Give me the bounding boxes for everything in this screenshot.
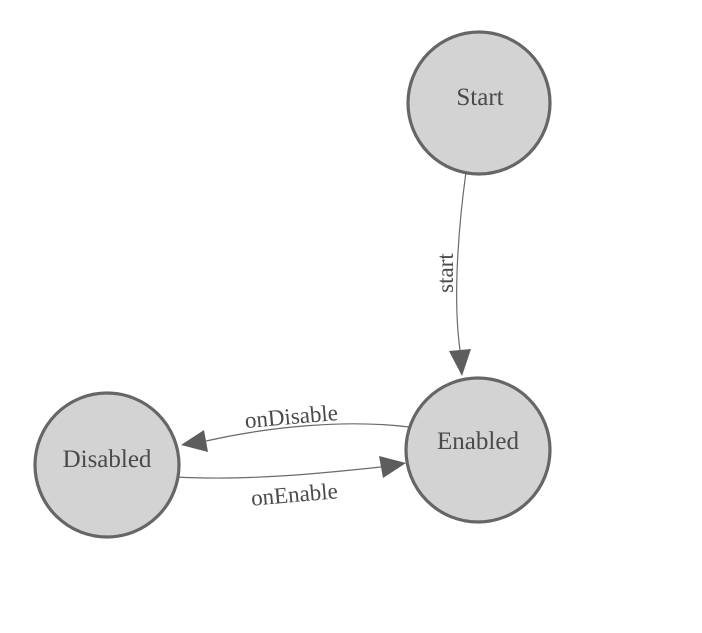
node-start-label: Start [456,84,503,111]
edge-disabled-to-enabled[interactable]: onEnable [175,456,406,511]
edge-start-to-enabled[interactable]: start [433,171,471,376]
node-enabled-label: Enabled [437,428,519,455]
edge-enabled-to-disabled-line[interactable] [205,423,410,442]
node-disabled-circle[interactable] [33,391,181,539]
arrowhead-start-to-enabled-icon [449,349,471,376]
edge-label-onenable: onEnable [250,478,339,510]
edge-label-ondisable: onDisable [244,400,339,433]
edge-start-to-enabled-line[interactable] [456,171,467,351]
edge-disabled-to-enabled-line[interactable] [175,466,382,479]
node-start-circle[interactable] [406,30,552,176]
node-disabled-label: Disabled [63,446,152,473]
arrowhead-disabled-to-enabled-icon [379,456,406,478]
edge-enabled-to-disabled[interactable]: onDisable [181,400,410,452]
edge-label-start: start [433,253,458,293]
arrowhead-enabled-to-disabled-icon [181,430,208,452]
node-disabled[interactable]: Disabled [33,391,181,539]
node-enabled[interactable]: Enabled [404,376,552,524]
node-enabled-circle[interactable] [404,376,552,524]
node-start[interactable]: Start [406,30,552,176]
